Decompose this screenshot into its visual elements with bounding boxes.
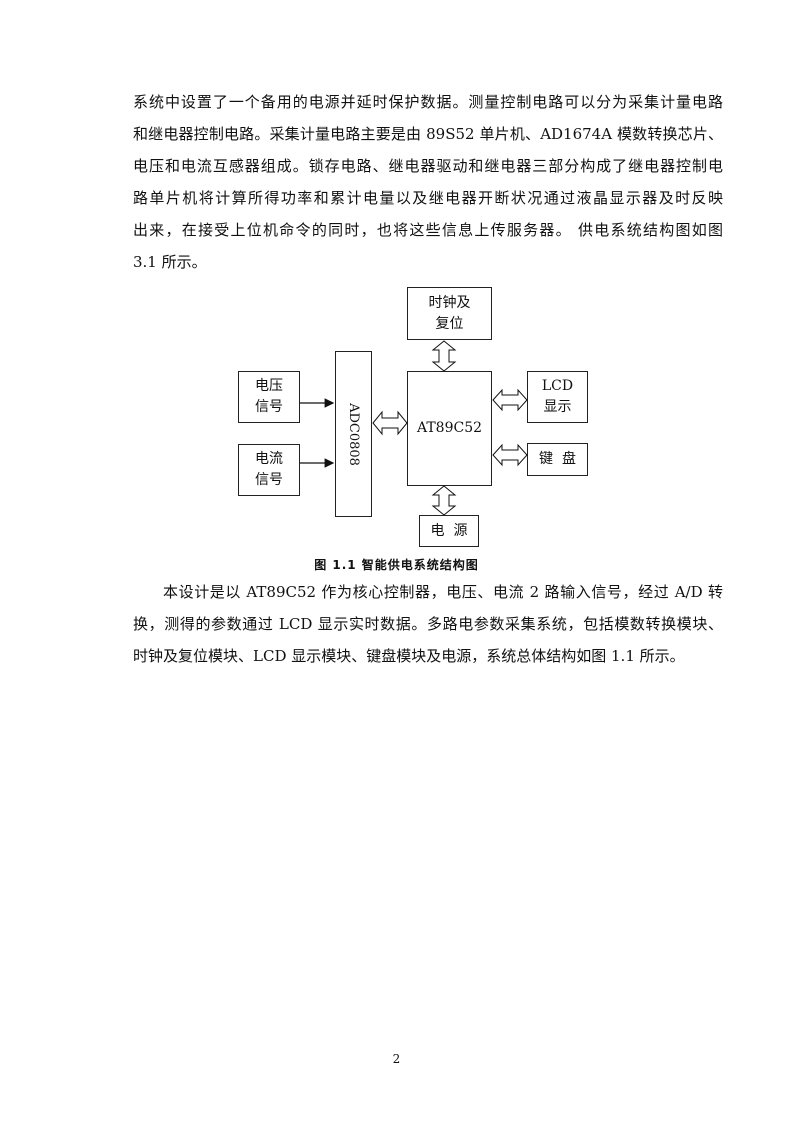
mcu-label: AT89C52 bbox=[416, 420, 483, 436]
voltage-signal-block: 电压 信号 bbox=[238, 371, 300, 423]
voltage-signal-label-2: 信号 bbox=[255, 399, 283, 415]
paragraph-1-line: 路单片机将计算所得功率和累计电量以及继电器开断状况通过液晶显示器及时反映 bbox=[133, 189, 723, 207]
keyboard-block: 键 盘 bbox=[527, 443, 588, 476]
voltage-signal-label-1: 电压 bbox=[255, 378, 283, 394]
lcd-label-1: LCD bbox=[541, 378, 574, 394]
lcd-block: LCD 显示 bbox=[527, 371, 588, 423]
clock-mcu-double-arrow bbox=[431, 340, 457, 372]
current-signal-block: 电流 信号 bbox=[238, 444, 300, 496]
paragraph-2-line: 时钟及复位模块、LCD 显示模块、键盘模块及电源，系统总体结构如图 1.1 所示… bbox=[133, 647, 685, 665]
adc-block: ADC0808 bbox=[335, 351, 372, 517]
mcu-power-double-arrow bbox=[431, 485, 457, 516]
page-number: 2 bbox=[392, 1052, 401, 1066]
paragraph-1-line: 电压和电流互感器组成。锁存电路、继电器驱动和继电器三部分构成了继电器控制电 bbox=[133, 157, 723, 175]
mcu-keyboard-double-arrow bbox=[492, 443, 528, 467]
power-block: 电 源 bbox=[419, 515, 479, 547]
clock-reset-block: 时钟及 复位 bbox=[407, 287, 492, 340]
paragraph-1-line: 3.1 所示。 bbox=[133, 253, 207, 271]
paragraph-2-line: 本设计是以 AT89C52 作为核心控制器，电压、电流 2 路输入信号，经过 A… bbox=[163, 583, 723, 601]
keyboard-label: 键 盘 bbox=[539, 451, 576, 467]
paragraph-1-line: 和继电器控制电路。采集计量电路主要是由 89S52 单片机、AD1674A 模数… bbox=[133, 125, 723, 143]
paragraph-1-line: 系统中设置了一个备用的电源并延时保护数据。测量控制电路可以分为采集计量电路 bbox=[133, 93, 723, 111]
clock-reset-label-1: 时钟及 bbox=[428, 294, 471, 311]
mcu-lcd-double-arrow bbox=[492, 388, 528, 412]
paragraph-2: 本设计是以 AT89C52 作为核心控制器，电压、电流 2 路输入信号，经过 A… bbox=[133, 576, 723, 672]
current-signal-label-1: 电流 bbox=[255, 451, 283, 467]
adc-mcu-double-arrow bbox=[372, 410, 408, 436]
paragraph-1: 系统中设置了一个备用的电源并延时保护数据。测量控制电路可以分为采集计量电路 和继… bbox=[133, 86, 723, 278]
current-signal-label-2: 信号 bbox=[255, 472, 283, 488]
power-label: 电 源 bbox=[430, 522, 468, 539]
clock-reset-label-2: 复位 bbox=[435, 315, 464, 332]
mcu-block: AT89C52 bbox=[407, 371, 492, 486]
figure-caption: 图 1.1 智能供电系统结构图 bbox=[314, 558, 479, 572]
lcd-label-2: 显示 bbox=[543, 399, 572, 415]
paragraph-2-line: 换，测得的参数通过 LCD 显示实时数据。多路电参数采集系统，包括模数转换模块、 bbox=[133, 615, 723, 633]
paragraph-1-line: 出来，在接受上位机命令的同时，也将这些信息上传服务器。 供电系统结构图如图 bbox=[133, 221, 723, 239]
